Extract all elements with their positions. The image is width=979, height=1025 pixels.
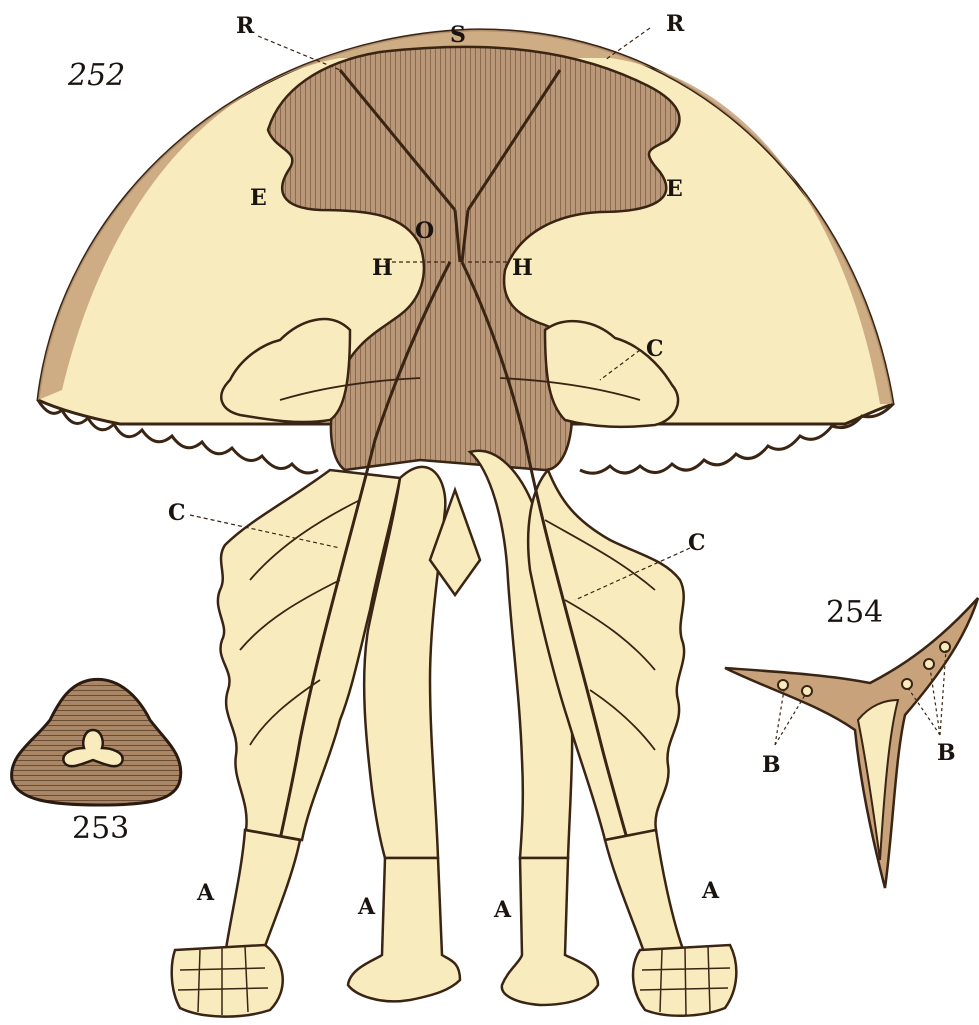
label-c-right: C (688, 530, 706, 556)
tentacle-stalk-3 (502, 858, 598, 1005)
label-c-upper-right: C (646, 336, 664, 362)
pore (940, 642, 950, 652)
label-h-right: H (512, 255, 533, 281)
label-h-left: H (372, 255, 393, 281)
cross-section-figure: 253 (12, 679, 181, 846)
figure-number-252: 252 (67, 58, 125, 93)
tentacle-stalk-2 (348, 858, 460, 1001)
tentacle-stalk-1 (225, 830, 300, 955)
label-a-3: A (493, 897, 512, 923)
label-e-right: E (666, 176, 683, 202)
label-r-left: R (236, 13, 255, 39)
pore (902, 679, 912, 689)
label-o: O (415, 218, 434, 244)
figure-number-253: 253 (72, 811, 129, 846)
detail-figure: 254 B B (725, 595, 978, 888)
label-a-2: A (357, 894, 376, 920)
jellyfish-figure (38, 30, 893, 1017)
figure-number-254: 254 (826, 595, 883, 630)
label-b-right: B (937, 740, 956, 766)
pore (802, 686, 812, 696)
label-e-left: E (250, 185, 267, 211)
label-c-left: C (168, 500, 186, 526)
pore (778, 680, 788, 690)
label-b-left: B (762, 752, 781, 778)
tentacle-stalk-4 (605, 830, 685, 955)
pore (924, 659, 934, 669)
label-a-4: A (701, 878, 720, 904)
label-r-right: R (666, 11, 685, 37)
label-a-1: A (196, 880, 215, 906)
terminal-bulb-left (172, 945, 283, 1017)
label-s: S (450, 22, 466, 48)
